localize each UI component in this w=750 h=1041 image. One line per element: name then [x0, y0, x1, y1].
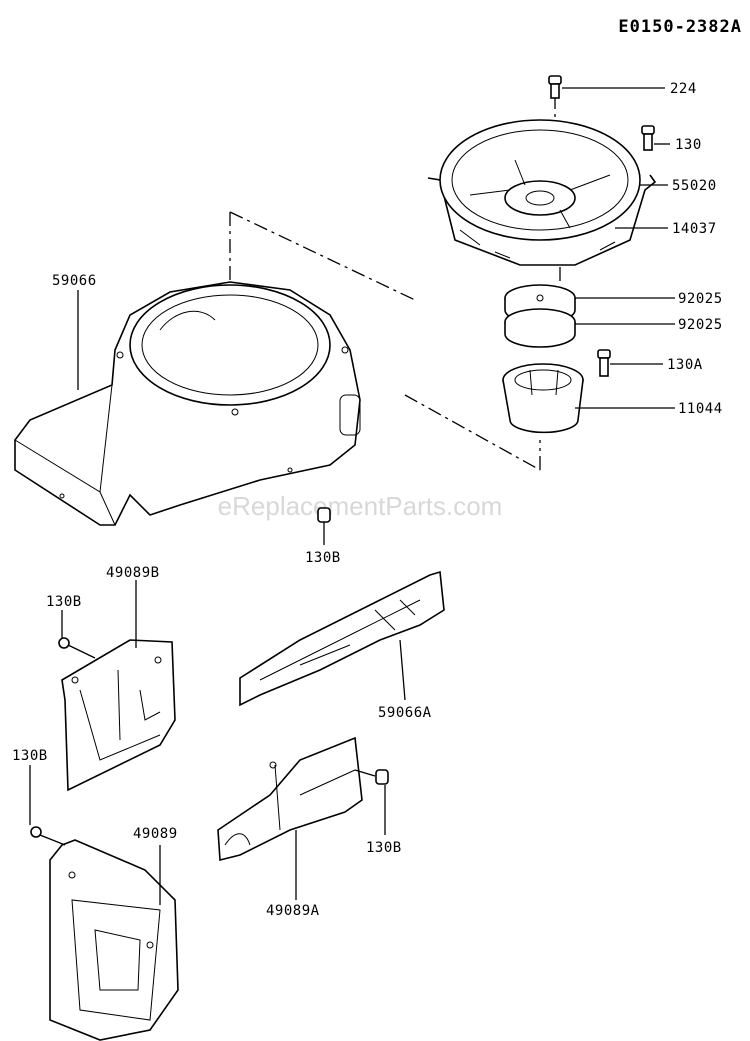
- label-92025-lower: 92025: [678, 317, 723, 333]
- fan-14037[interactable]: [427, 119, 657, 266]
- pulley-11044[interactable]: [502, 363, 584, 434]
- bolt-130B-49089[interactable]: [30, 826, 42, 838]
- label-130B-49089A: 130B: [366, 840, 402, 856]
- bolt-224[interactable]: [548, 75, 562, 99]
- baffle-49089B[interactable]: [61, 639, 176, 792]
- label-49089B: 49089B: [106, 565, 160, 581]
- bolt-130B-49089A[interactable]: [375, 769, 389, 785]
- label-49089A: 49089A: [266, 903, 320, 919]
- watermark: eReplacementParts.com: [218, 491, 503, 521]
- shroud-59066A[interactable]: [239, 570, 445, 707]
- label-59066: 59066: [52, 273, 97, 289]
- label-130A: 130A: [667, 357, 703, 373]
- disc-92025-lower[interactable]: [504, 308, 576, 348]
- bolt-130[interactable]: [641, 125, 655, 151]
- label-130B-49089: 130B: [12, 748, 48, 764]
- drawing-code: E0150-2382A: [618, 17, 742, 37]
- label-55020: 55020: [672, 178, 717, 194]
- label-130B-housing: 130B: [305, 550, 341, 566]
- bolt-130B-housing[interactable]: [317, 507, 331, 523]
- callout-labels: 224 130 55020 14037 92025 92025 130A 110…: [12, 81, 723, 919]
- baffle-49089[interactable]: [49, 839, 179, 1041]
- label-11044: 11044: [678, 401, 723, 417]
- bolt-130A[interactable]: [597, 349, 611, 377]
- label-49089: 49089: [133, 826, 178, 842]
- label-14037: 14037: [672, 221, 717, 237]
- label-224: 224: [670, 81, 697, 97]
- label-130: 130: [675, 137, 702, 153]
- label-130B-49089B: 130B: [46, 594, 82, 610]
- leader-lines: [29, 87, 675, 905]
- baffle-49089A[interactable]: [217, 736, 363, 862]
- bolt-130B-49089B[interactable]: [58, 637, 70, 649]
- label-59066A: 59066A: [378, 705, 432, 721]
- fan-housing-59066[interactable]: [14, 281, 361, 526]
- label-92025-upper: 92025: [678, 291, 723, 307]
